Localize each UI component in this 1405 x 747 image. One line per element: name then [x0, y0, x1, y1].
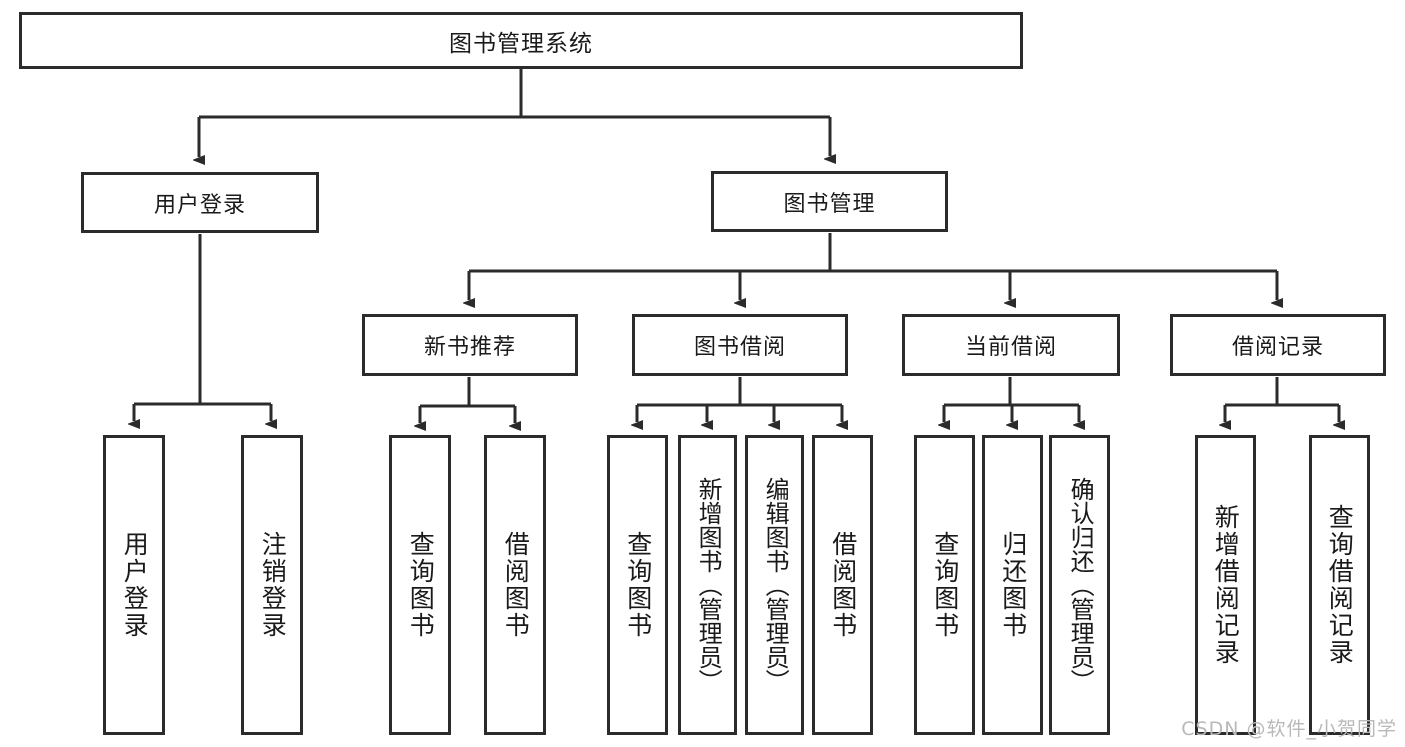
node-leaf-confirm-return-label: 确认归还（管理员）: [1066, 477, 1095, 693]
node-leaf-add-record[interactable]: 新增借阅记录: [1195, 435, 1256, 735]
node-leaf-return-book[interactable]: 归还图书: [982, 435, 1043, 735]
node-leaf-edit-book-label: 编辑图书（管理员）: [761, 477, 790, 693]
node-leaf-add-book[interactable]: 新增图书（管理员）: [678, 435, 737, 735]
node-leaf-borrow-book-1-label: 借阅图书: [501, 531, 531, 639]
node-book-management[interactable]: 图书管理: [711, 171, 948, 232]
node-root[interactable]: 图书管理系统: [19, 12, 1023, 69]
node-leaf-query-book-3[interactable]: 查询图书: [914, 435, 975, 735]
node-leaf-logout-label: 注销登录: [258, 531, 288, 639]
node-leaf-borrow-book-2-label: 借阅图书: [828, 531, 858, 639]
node-book-borrow[interactable]: 图书借阅: [632, 314, 848, 376]
node-leaf-confirm-return[interactable]: 确认归还（管理员）: [1049, 435, 1110, 735]
node-user-login-label: 用户登录: [153, 192, 246, 218]
node-leaf-user-login[interactable]: 用户登录: [103, 435, 165, 735]
node-leaf-add-record-label: 新增借阅记录: [1211, 504, 1241, 666]
node-current-borrow[interactable]: 当前借阅: [902, 314, 1120, 376]
node-leaf-query-record[interactable]: 查询借阅记录: [1309, 435, 1370, 735]
node-leaf-query-book-3-label: 查询图书: [930, 531, 960, 639]
node-borrow-record[interactable]: 借阅记录: [1170, 314, 1386, 376]
node-leaf-return-book-label: 归还图书: [998, 531, 1028, 639]
node-leaf-query-record-label: 查询借阅记录: [1325, 504, 1355, 666]
node-leaf-borrow-book-1[interactable]: 借阅图书: [484, 435, 546, 735]
node-leaf-query-book-2[interactable]: 查询图书: [607, 435, 668, 735]
node-leaf-logout[interactable]: 注销登录: [241, 435, 303, 735]
node-book-management-label: 图书管理: [783, 191, 876, 217]
node-user-login[interactable]: 用户登录: [81, 172, 319, 233]
node-borrow-record-label: 借阅记录: [1231, 335, 1324, 360]
node-leaf-query-book-1[interactable]: 查询图书: [389, 435, 451, 735]
node-book-borrow-label: 图书借阅: [693, 335, 786, 360]
node-new-book-recommend-label: 新书推荐: [423, 335, 516, 360]
node-leaf-user-login-label: 用户登录: [120, 531, 150, 639]
csdn-watermark: CSDN @软件_小贺同学: [1181, 718, 1397, 740]
node-root-label: 图书管理系统: [449, 30, 593, 57]
node-new-book-recommend[interactable]: 新书推荐: [362, 314, 578, 376]
node-leaf-edit-book[interactable]: 编辑图书（管理员）: [745, 435, 804, 735]
node-current-borrow-label: 当前借阅: [964, 335, 1057, 360]
node-leaf-borrow-book-2[interactable]: 借阅图书: [812, 435, 873, 735]
node-leaf-add-book-label: 新增图书（管理员）: [694, 477, 723, 693]
node-leaf-query-book-1-label: 查询图书: [406, 531, 436, 639]
node-leaf-query-book-2-label: 查询图书: [623, 531, 653, 639]
